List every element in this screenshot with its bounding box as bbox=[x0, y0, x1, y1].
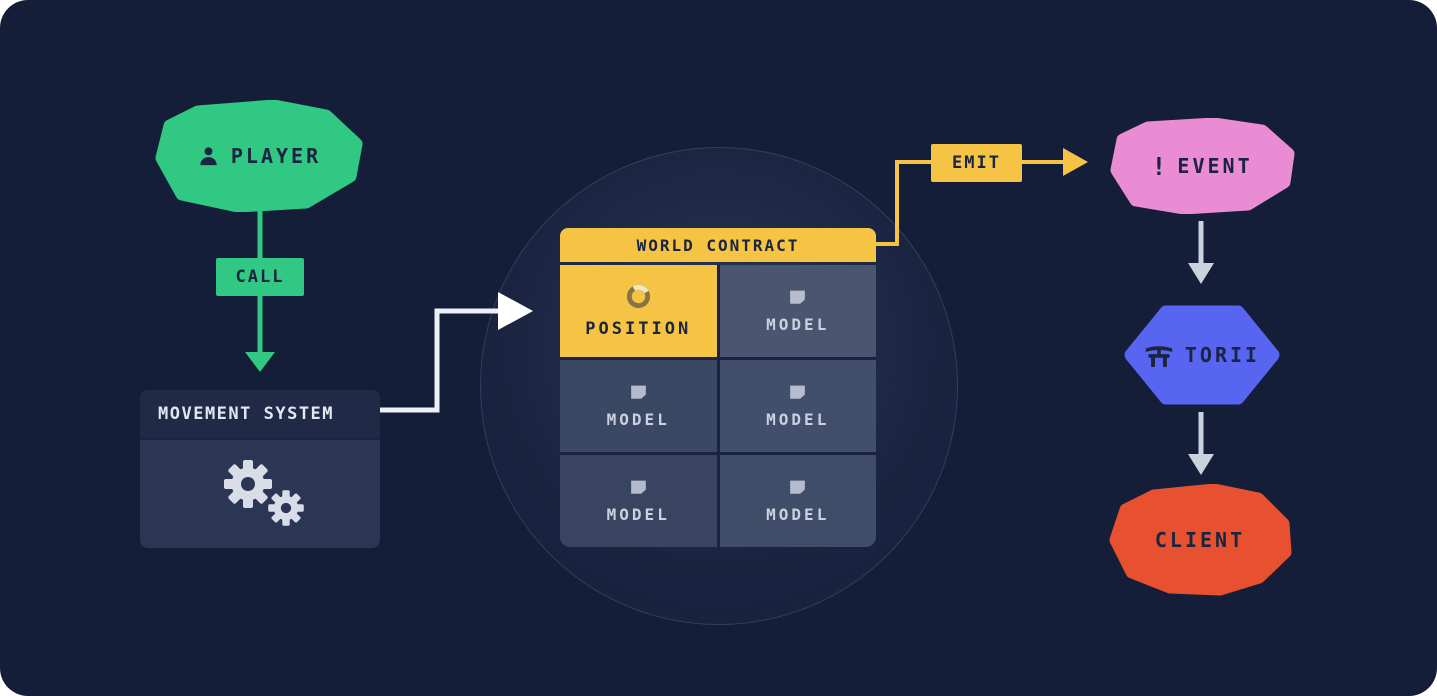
movement-system-title: MOVEMENT SYSTEM bbox=[158, 404, 335, 424]
system-to-world-arrowhead bbox=[498, 292, 533, 330]
position-label: POSITION bbox=[585, 319, 692, 339]
model-label: MODEL bbox=[606, 409, 670, 429]
event-label: EVENT bbox=[1177, 154, 1253, 178]
call-arrowhead bbox=[245, 352, 275, 372]
event-blob-shape bbox=[1110, 118, 1295, 214]
movement-system-node: MOVEMENT SYSTEM bbox=[140, 390, 380, 548]
model-label: MODEL bbox=[606, 504, 670, 524]
flag-icon bbox=[630, 480, 646, 494]
flag-icon bbox=[790, 290, 806, 304]
gears-icon bbox=[224, 460, 304, 526]
event-to-torii-arrowhead bbox=[1188, 263, 1214, 284]
client-blob-shape bbox=[1109, 484, 1292, 596]
position-cell: POSITION bbox=[560, 265, 717, 357]
call-badge: CALL bbox=[216, 258, 304, 296]
model-label: MODEL bbox=[766, 314, 830, 334]
world-contract-title: WORLD CONTRACT bbox=[636, 235, 800, 255]
flag-icon bbox=[790, 385, 806, 399]
model-cell: MODEL bbox=[719, 360, 876, 452]
model-cell: MODEL bbox=[719, 455, 876, 547]
emit-badge: EMIT bbox=[931, 144, 1022, 182]
world-contract-header: WORLD CONTRACT bbox=[560, 228, 876, 262]
torii-node: TORII bbox=[1122, 303, 1282, 407]
world-contract-grid: POSITION MODEL MODEL MODEL bbox=[560, 265, 876, 547]
spinner-icon bbox=[626, 284, 650, 309]
model-cell: MODEL bbox=[560, 455, 717, 547]
model-cell: MODEL bbox=[560, 360, 717, 452]
flag-icon bbox=[630, 385, 646, 399]
exclamation-icon: ! bbox=[1151, 151, 1167, 181]
emit-label: EMIT bbox=[952, 153, 1001, 173]
player-node: PLAYER bbox=[152, 100, 366, 212]
player-label: PLAYER bbox=[230, 144, 322, 168]
torii-label: TORII bbox=[1184, 343, 1261, 367]
torii-hexagon-shape bbox=[1124, 305, 1280, 405]
system-to-world-line bbox=[380, 308, 498, 413]
torii-gate-icon bbox=[1145, 345, 1173, 367]
model-cell: MODEL bbox=[719, 265, 876, 357]
client-node: CLIENT bbox=[1108, 484, 1292, 596]
model-label: MODEL bbox=[766, 504, 830, 524]
world-to-emit-line bbox=[870, 160, 931, 246]
event-node: ! EVENT bbox=[1108, 118, 1296, 214]
movement-system-body bbox=[140, 440, 380, 548]
person-icon bbox=[200, 146, 217, 165]
movement-system-header: MOVEMENT SYSTEM bbox=[140, 390, 380, 440]
flag-icon bbox=[790, 480, 806, 494]
world-contract-panel: WORLD CONTRACT POSITION MODEL bbox=[560, 228, 876, 547]
player-blob-shape bbox=[155, 100, 363, 212]
torii-to-client-arrowhead bbox=[1188, 454, 1214, 475]
call-label: CALL bbox=[235, 267, 285, 287]
model-label: MODEL bbox=[766, 409, 830, 429]
emit-to-event-arrowhead bbox=[1063, 148, 1088, 176]
client-label: CLIENT bbox=[1154, 528, 1246, 552]
